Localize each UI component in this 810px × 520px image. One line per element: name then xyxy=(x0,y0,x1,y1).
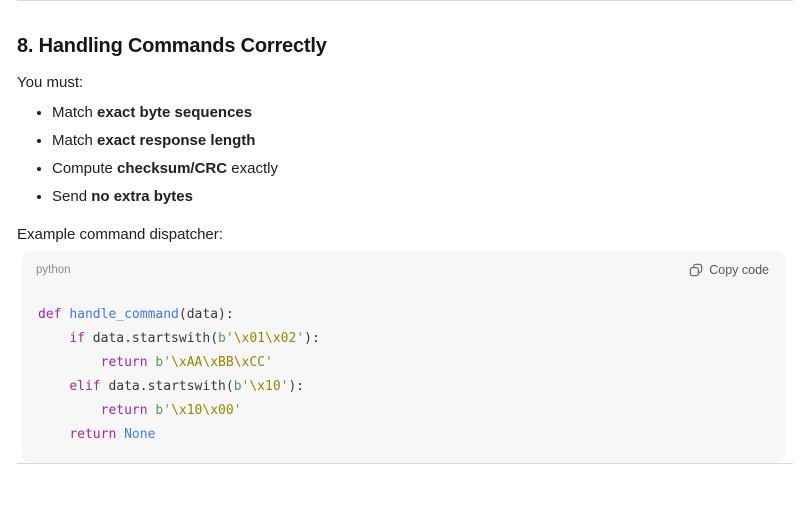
code-token: b' xyxy=(218,331,234,346)
code-token: ): xyxy=(288,379,305,394)
list-item: Send no extra bytes xyxy=(52,186,793,208)
code-token: b' xyxy=(155,403,172,418)
example-label: Example command dispatcher: xyxy=(17,226,223,243)
code-token xyxy=(38,427,69,442)
code-token: ' xyxy=(280,379,289,394)
code-token: \x10\x00 xyxy=(171,403,234,418)
code-token: return xyxy=(100,403,148,418)
section-heading: 8. Handling Commands Correctly xyxy=(17,35,327,57)
code-content: def handle_command(data): if data.starts… xyxy=(21,277,785,463)
code-token: (data): xyxy=(178,307,234,322)
code-token: \xAA\xBB\xCC xyxy=(171,355,265,370)
intro-text: You must: xyxy=(17,74,84,91)
copy-code-label: Copy code xyxy=(709,263,769,277)
code-token: \x10 xyxy=(249,379,281,394)
requirements-list: Match exact byte sequences Match exact r… xyxy=(17,102,793,208)
code-token: b' xyxy=(233,379,250,394)
list-item-prefix: Compute xyxy=(52,160,118,177)
code-line: return None xyxy=(38,423,769,447)
code-token: b' xyxy=(155,355,172,370)
bottom-divider xyxy=(17,463,793,464)
list-item-bold: no extra bytes xyxy=(91,188,193,205)
code-token: data.startswith( xyxy=(100,379,234,394)
code-token: ): xyxy=(304,331,320,346)
code-token: return xyxy=(69,427,117,442)
top-divider xyxy=(17,0,793,1)
list-item-prefix: Match xyxy=(52,104,98,121)
code-token xyxy=(38,379,69,394)
copy-code-button[interactable]: Copy code xyxy=(689,263,769,277)
code-token xyxy=(38,403,101,418)
code-token xyxy=(38,331,69,346)
list-item-prefix: Send xyxy=(52,188,92,205)
code-token: ' xyxy=(265,355,273,370)
list-item-prefix: Match xyxy=(52,132,98,149)
list-item: Match exact byte sequences xyxy=(52,102,793,124)
code-token: None xyxy=(124,427,156,442)
code-token: handle_command xyxy=(69,307,179,322)
code-token: elif xyxy=(69,379,101,394)
code-line: return b'\x10\x00' xyxy=(38,399,769,423)
copy-icon xyxy=(689,263,703,277)
code-line: return b'\xAA\xBB\xCC' xyxy=(38,351,769,375)
code-token: \x01\x02 xyxy=(233,331,297,346)
code-token: def xyxy=(38,307,62,322)
language-label: python xyxy=(36,264,71,276)
code-token xyxy=(38,355,101,370)
document-page: 8. Handling Commands Correctly You must:… xyxy=(0,0,810,464)
code-line: def handle_command(data): xyxy=(38,303,769,327)
code-token: ' xyxy=(233,403,242,418)
code-line: elif data.startswith(b'\x10'): xyxy=(38,375,769,399)
code-token: if xyxy=(69,331,85,346)
code-line: if data.startswith(b'\x01\x02'): xyxy=(38,327,769,351)
code-token: return xyxy=(100,355,148,370)
code-token xyxy=(116,427,124,442)
list-item: Compute checksum/CRC exactly xyxy=(52,158,793,180)
list-item-bold: exact response length xyxy=(97,132,256,149)
list-item: Match exact response length xyxy=(52,130,793,152)
list-item-suffix: exactly xyxy=(227,160,278,177)
code-block: python Copy code def handle_command(data… xyxy=(21,251,785,463)
code-block-header: python Copy code xyxy=(21,251,785,277)
code-token: data.startswith( xyxy=(84,331,219,346)
list-item-bold: exact byte sequences xyxy=(97,104,253,121)
list-item-bold: checksum/CRC xyxy=(117,160,228,177)
code-token: ' xyxy=(296,331,305,346)
